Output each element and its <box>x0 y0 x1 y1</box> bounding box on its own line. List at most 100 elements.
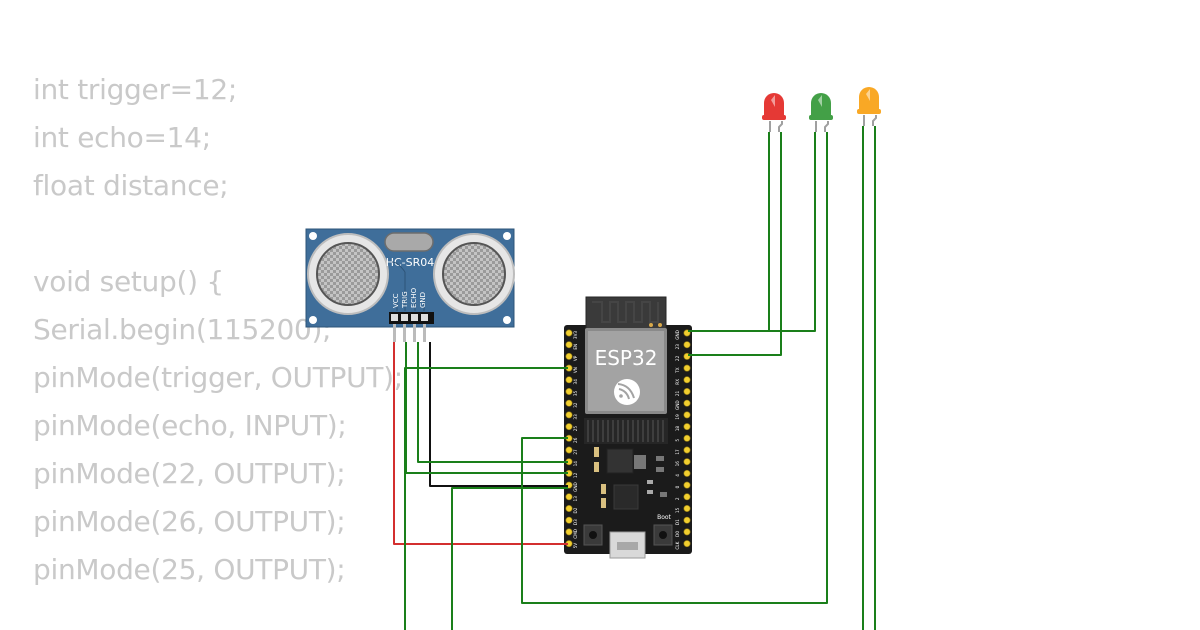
transducer-right <box>433 233 515 315</box>
pin-label: D3 <box>573 519 578 525</box>
pin-label: 34 <box>573 379 578 385</box>
espressif-logo-icon <box>614 379 640 405</box>
wire-pin25-down[interactable] <box>404 367 568 630</box>
wire-echo-14[interactable] <box>417 342 568 463</box>
pin-label: GND <box>675 400 680 410</box>
wire-gnd-down[interactable] <box>451 487 568 630</box>
led-green[interactable] <box>809 93 833 132</box>
pin-label: TX <box>675 367 680 374</box>
pin-label: 0 <box>675 485 680 488</box>
pin-pad[interactable] <box>683 399 691 407</box>
pin-label: 13 <box>573 496 578 502</box>
usb-uart-chip <box>613 484 639 510</box>
pin-pad[interactable] <box>565 399 573 407</box>
led-yellow[interactable] <box>857 87 881 126</box>
pin-pad[interactable] <box>683 516 691 524</box>
pin-label: VN <box>573 367 578 373</box>
pin-pad[interactable] <box>565 352 573 360</box>
pin-pad[interactable] <box>683 423 691 431</box>
pin-label: 5 <box>675 439 680 442</box>
wire-green-led-gnd[interactable] <box>688 132 816 332</box>
sensor-pin-label-echo: ECHO <box>410 287 418 308</box>
pin-label: 25 <box>573 426 578 432</box>
sensor-pin-label-trig: TRIG <box>401 291 409 309</box>
pin-pad[interactable] <box>565 516 573 524</box>
pin-label: D2 <box>573 507 578 513</box>
pin-label: 5V <box>573 543 578 549</box>
pin-label: CMD <box>573 529 578 539</box>
code-line: int echo=14; <box>33 121 211 154</box>
pin-pad[interactable] <box>565 387 573 395</box>
pin-label: 21 <box>675 391 680 397</box>
code-line: Serial.begin(115200); <box>33 313 332 346</box>
pin-pad[interactable] <box>683 458 691 466</box>
pin-label: EN <box>573 344 578 350</box>
pin-pad[interactable] <box>565 493 573 501</box>
pin-label: 26 <box>573 437 578 443</box>
pin-label: 18 <box>675 426 680 432</box>
pin-pad[interactable] <box>565 446 573 454</box>
pin-label: 23 <box>675 344 680 350</box>
pin-label: 15 <box>675 508 680 514</box>
pin-label: VP <box>573 355 578 361</box>
wire-red-led-gnd[interactable] <box>688 132 770 332</box>
code-line: pinMode(22, OUTPUT); <box>33 457 346 490</box>
pin-pad[interactable] <box>565 504 573 512</box>
pin-pad[interactable] <box>683 469 691 477</box>
pin-pad[interactable] <box>683 387 691 395</box>
pin-pad[interactable] <box>565 528 573 536</box>
pin-label: 35 <box>573 391 578 397</box>
pin-label: 16 <box>675 461 680 467</box>
code-line: pinMode(trigger, OUTPUT); <box>33 361 403 394</box>
hc-sr04-sensor[interactable]: HC-SR04 VCC TRIG ECHO GND <box>305 228 515 342</box>
pin-pad[interactable] <box>565 411 573 419</box>
pin-label: CLK <box>675 541 680 549</box>
wire-red-led-22[interactable] <box>688 132 782 356</box>
code-listing: int trigger=12; int echo=14; float distanc… <box>33 66 403 594</box>
board-label: ESP32 <box>595 346 658 370</box>
pin-label: 2 <box>675 497 680 500</box>
pin-label: 33 <box>573 414 578 420</box>
pin-label: 27 <box>573 449 578 455</box>
code-line: float distance; <box>33 169 229 202</box>
pin-pad[interactable] <box>683 341 691 349</box>
pin-pad[interactable] <box>683 364 691 372</box>
pin-pad[interactable] <box>565 423 573 431</box>
pin-pad[interactable] <box>683 493 691 501</box>
pin-label: 3V3 <box>573 331 578 340</box>
pin-pad[interactable] <box>683 411 691 419</box>
pin-label: 14 <box>573 461 578 467</box>
pin-label: RX <box>675 379 680 385</box>
pin-pad[interactable] <box>565 329 573 337</box>
led-red[interactable] <box>762 93 786 132</box>
voltage-regulator <box>606 448 634 474</box>
pin-label: 4 <box>675 474 680 477</box>
code-line: int trigger=12; <box>33 73 237 106</box>
pin-label: GND <box>573 482 578 492</box>
wire-vcc-5v[interactable] <box>393 342 568 545</box>
pin-pad[interactable] <box>683 434 691 442</box>
pin-pad[interactable] <box>683 481 691 489</box>
pin-label: 22 <box>675 355 680 361</box>
pin-label: 12 <box>573 472 578 478</box>
pin-pad[interactable] <box>683 504 691 512</box>
sensor-model-label: HC-SR04 <box>386 256 435 269</box>
pin-pad[interactable] <box>683 446 691 454</box>
pin-label: D1 <box>675 519 680 525</box>
pin-pad[interactable] <box>565 341 573 349</box>
code-line: pinMode(echo, INPUT); <box>33 409 347 442</box>
code-line: pinMode(26, OUTPUT); <box>33 505 346 538</box>
esp32-board[interactable]: ESP32 Boot <box>564 296 692 559</box>
wire-gnd-gnd[interactable] <box>429 342 568 487</box>
pin-pad[interactable] <box>683 376 691 384</box>
pin-label: 32 <box>573 402 578 408</box>
wire-pin26-green-led[interactable] <box>521 132 828 604</box>
pin-pad[interactable] <box>683 540 691 548</box>
pin-pad[interactable] <box>683 528 691 536</box>
pin-pad[interactable] <box>565 376 573 384</box>
transducer-left <box>307 233 389 315</box>
pin-label: 19 <box>675 414 680 420</box>
code-line: void setup() { <box>33 265 224 298</box>
